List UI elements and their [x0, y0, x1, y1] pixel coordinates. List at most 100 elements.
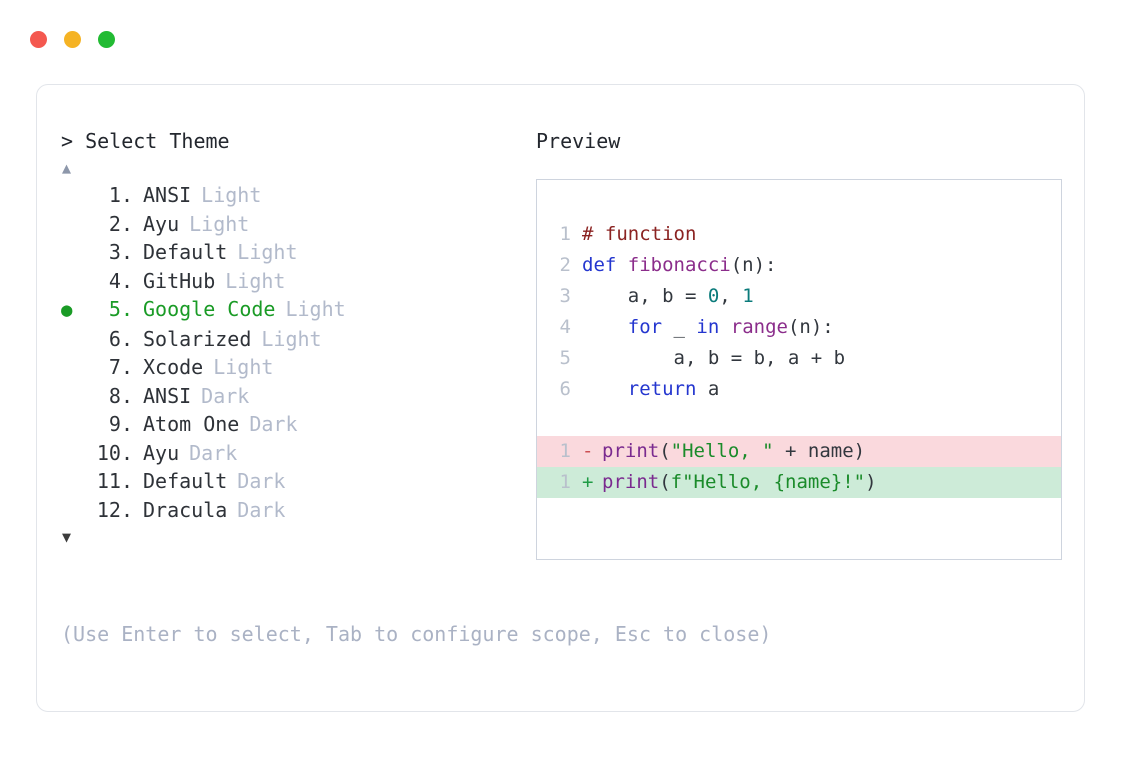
- theme-variant: Light: [213, 355, 274, 379]
- code-token: 0: [707, 285, 720, 307]
- diff-added-line: 1+print(f"Hello, {name}!"): [537, 467, 1061, 498]
- theme-index: 11.: [96, 469, 133, 493]
- list-item[interactable]: 2. Ayu Light: [61, 210, 531, 239]
- theme-variant: Light: [201, 183, 262, 207]
- theme-index: 10.: [96, 440, 133, 465]
- theme-index: 7.: [108, 355, 133, 379]
- code-token: a, b = b, a + b: [582, 347, 846, 369]
- preview-title: Preview: [536, 129, 621, 153]
- code-token: [582, 316, 628, 338]
- code-token: [719, 316, 730, 338]
- code-token: ,: [719, 285, 743, 307]
- list-item[interactable]: 9. Atom One Dark: [61, 410, 531, 439]
- theme-name: ANSI: [143, 183, 192, 207]
- code-text: print(f"Hello, {name}!"): [602, 467, 877, 498]
- code-token: def: [582, 254, 628, 276]
- scroll-up-icon[interactable]: ▲: [62, 159, 72, 177]
- code-token: (: [659, 471, 671, 493]
- code-token: + name): [773, 440, 866, 462]
- line-number: 6: [559, 378, 571, 400]
- theme-index: 8.: [108, 383, 133, 408]
- code-token: [582, 378, 628, 400]
- theme-index: 5.: [108, 297, 133, 321]
- keyboard-hint: (Use Enter to select, Tab to configure s…: [61, 622, 772, 646]
- list-item[interactable]: 10. Ayu Dark: [61, 439, 531, 468]
- scroll-down-icon[interactable]: ▼: [62, 528, 72, 546]
- code-token: (n):: [730, 254, 777, 276]
- theme-name: ANSI: [143, 383, 192, 408]
- list-item[interactable]: 11. Default Dark: [61, 467, 531, 496]
- line-number: 1: [559, 223, 571, 245]
- diff-removed-line: 1-print("Hello, " + name): [537, 436, 1061, 467]
- list-item[interactable]: 6. Solarized Light: [61, 325, 531, 354]
- theme-name: Dracula: [143, 497, 228, 522]
- theme-index: 9.: [108, 412, 133, 436]
- theme-index: 6.: [108, 326, 133, 351]
- theme-variant: Dark: [189, 440, 238, 465]
- code-line: 6 return a: [537, 374, 1061, 405]
- code-token: fibonacci: [627, 254, 731, 276]
- theme-variant: Light: [189, 211, 250, 236]
- theme-name: Ayu: [143, 211, 180, 236]
- line-number: 3: [559, 285, 571, 307]
- list-item[interactable]: 7. Xcode Light: [61, 353, 531, 382]
- code-token: print: [602, 471, 660, 493]
- code-text: a, b = 0, 1: [582, 281, 754, 312]
- maximize-window-button[interactable]: [98, 31, 115, 48]
- theme-variant: Dark: [237, 497, 286, 522]
- code-text: for _ in range(n):: [582, 312, 834, 343]
- theme-selector-card: > Select Theme ▲ 1. ANSI Light 2. Ayu Li…: [36, 84, 1085, 712]
- theme-name: Atom One: [143, 412, 240, 436]
- theme-name: Ayu: [143, 440, 180, 465]
- line-number: 1: [559, 440, 571, 462]
- code-text: def fibonacci(n):: [582, 250, 776, 281]
- theme-index: 2.: [108, 211, 133, 236]
- code-token: a: [696, 378, 720, 400]
- line-number: 5: [559, 347, 571, 369]
- theme-name: Default: [143, 240, 228, 264]
- code-line: 4 for _ in range(n):: [537, 312, 1061, 343]
- theme-variant: Dark: [237, 469, 286, 493]
- theme-list-column: > Select Theme ▲ 1. ANSI Light 2. Ayu Li…: [61, 127, 531, 550]
- code-text: a, b = b, a + b: [582, 343, 846, 374]
- code-token: # function: [582, 223, 697, 245]
- theme-variant: Dark: [249, 412, 298, 436]
- code-token: f"Hello, {name}!": [670, 471, 866, 493]
- list-item[interactable]: 4. GitHub Light: [61, 267, 531, 296]
- minimize-window-button[interactable]: [64, 31, 81, 48]
- code-spacer: [537, 405, 1061, 436]
- code-text: return a: [582, 374, 720, 405]
- code-token: for: [627, 316, 663, 338]
- diff-plus-marker: +: [582, 471, 594, 493]
- list-item[interactable]: 12. Dracula Dark: [61, 496, 531, 525]
- selection-bullet-icon: ●: [61, 299, 73, 321]
- code-token: (n):: [787, 316, 834, 338]
- theme-index: 4.: [108, 268, 133, 293]
- theme-variant: Dark: [201, 383, 250, 408]
- code-text: print("Hello, " + name): [602, 436, 865, 467]
- diff-minus-marker: -: [582, 440, 594, 462]
- theme-list: 1. ANSI Light 2. Ayu Light 3. Default Li…: [61, 181, 531, 524]
- list-item[interactable]: 1. ANSI Light: [61, 181, 531, 210]
- code-text: # function: [582, 219, 696, 250]
- theme-variant: Light: [237, 240, 298, 264]
- list-item[interactable]: 3. Default Light: [61, 238, 531, 267]
- diff-lines: 1-print("Hello, " + name)1+print(f"Hello…: [537, 436, 1061, 498]
- code-line: 5 a, b = b, a + b: [537, 343, 1061, 374]
- theme-variant: Light: [285, 297, 346, 321]
- line-number: 4: [559, 316, 571, 338]
- list-item[interactable]: 8. ANSI Dark: [61, 382, 531, 411]
- prompt-label: > Select Theme: [61, 129, 230, 153]
- theme-index: 1.: [108, 183, 133, 207]
- theme-name: GitHub: [143, 268, 216, 293]
- code-token: print: [602, 440, 660, 462]
- code-token: (: [659, 440, 671, 462]
- close-window-button[interactable]: [30, 31, 47, 48]
- window-controls: [30, 31, 115, 48]
- code-token: ): [865, 471, 877, 493]
- theme-name: Default: [143, 469, 228, 493]
- list-item-selected[interactable]: ● 5. Google Code Light: [61, 295, 531, 325]
